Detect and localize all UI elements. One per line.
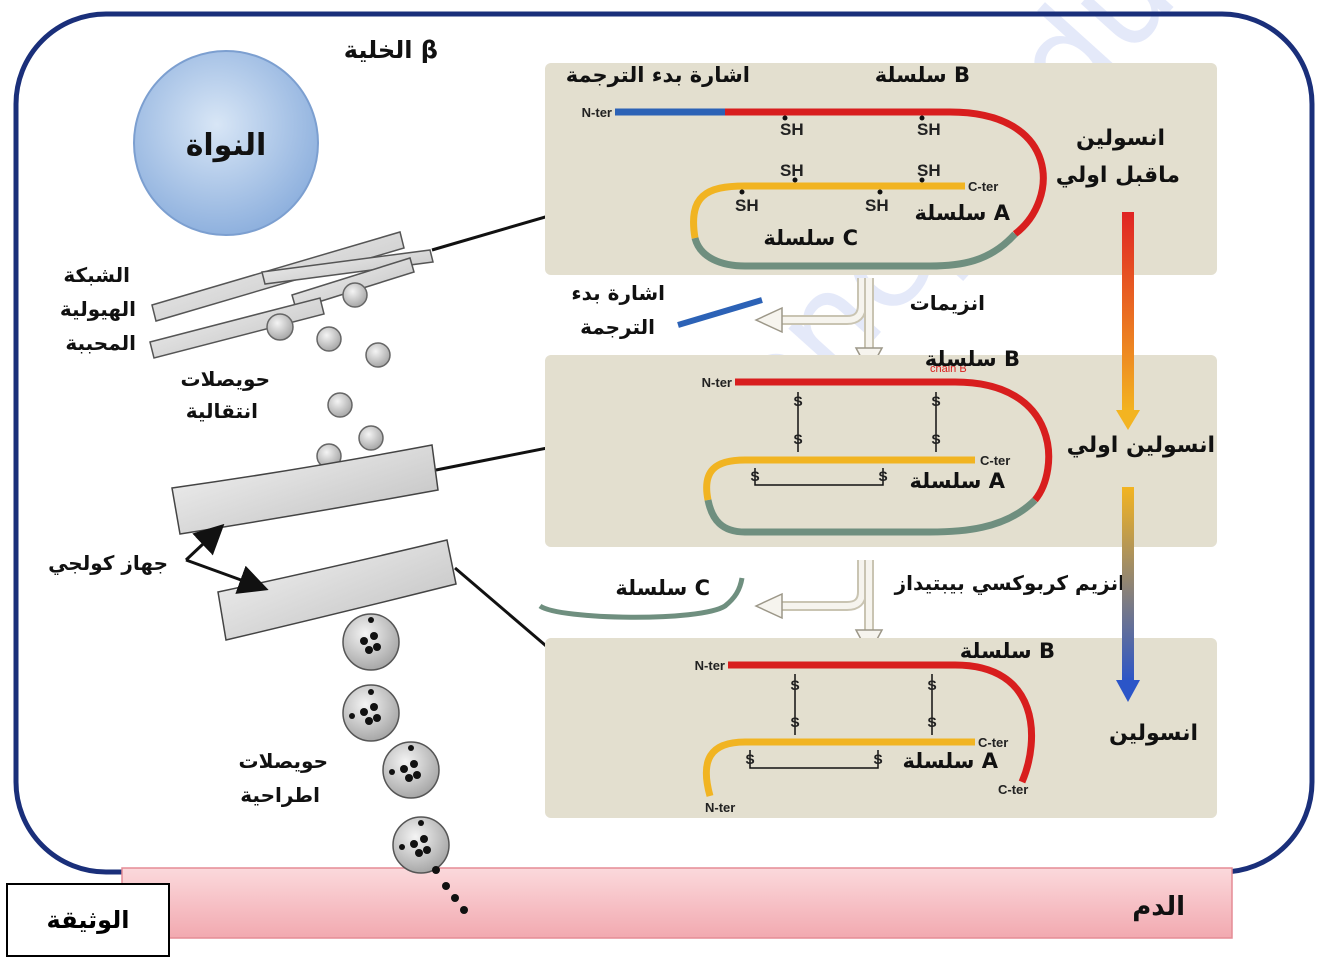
svg-text:سلسلة B: سلسلة B [960, 639, 1055, 663]
svg-text:سلسلة C: سلسلة C [615, 576, 710, 600]
chain-c [691, 231, 1018, 270]
svg-text:اطراحية: اطراحية [240, 783, 320, 807]
svg-text:S: S [793, 431, 802, 447]
blood-label: الدم [1132, 892, 1185, 922]
rough-er [149, 231, 434, 359]
released-signal-peptide [677, 297, 763, 328]
svg-text:N-ter: N-ter [705, 800, 735, 815]
svg-text:الهيولية: الهيولية [60, 297, 136, 321]
released-chain-c [538, 577, 745, 620]
svg-text:المحببة: المحببة [65, 331, 136, 355]
chain-b [735, 378, 1053, 503]
svg-text:N-ter: N-ter [582, 105, 612, 120]
svg-text:C-ter: C-ter [998, 782, 1028, 797]
golgi-pointer [184, 523, 269, 594]
golgi-label: جهاز كولجي [48, 551, 168, 576]
transport-vesicles-label: حويصلات انتقالية [181, 367, 270, 423]
stage-arrows [1116, 212, 1140, 702]
svg-text:SH: SH [865, 196, 889, 215]
svg-text:chain B: chain B [930, 363, 967, 375]
svg-text:انسولين: انسولين [1109, 721, 1198, 746]
svg-text:S: S [931, 393, 940, 409]
svg-text:S: S [750, 468, 759, 484]
svg-text:انسولين: انسولين [1076, 126, 1165, 151]
svg-text:C-ter: C-ter [968, 179, 998, 194]
golgi-apparatus [171, 444, 457, 641]
chain-b [728, 661, 1036, 784]
svg-text:C-ter: C-ter [980, 453, 1010, 468]
chain-c [704, 497, 1038, 536]
svg-text:انسولين اولي: انسولين اولي [1067, 433, 1215, 458]
svg-text:S: S [931, 431, 940, 447]
step2-cleavage: سلسلة C انزيم كربوكسي بيبتيداز [538, 560, 1125, 656]
svg-text:سلسلة C: سلسلة C [763, 226, 858, 250]
svg-text:سلسلة A: سلسلة A [903, 749, 999, 773]
svg-text:سلسلة A: سلسلة A [915, 201, 1011, 225]
panel-insulin: S S S S S S N-ter C-ter N-ter C-ter سلسل… [545, 638, 1217, 818]
svg-text:الترجمة: الترجمة [580, 315, 655, 339]
secretory-vesicles [342, 613, 468, 914]
svg-text:SH: SH [780, 120, 804, 139]
svg-text:الشبكة: الشبكة [63, 263, 130, 287]
chain-a [703, 456, 975, 501]
svg-text:SH: SH [780, 161, 804, 180]
svg-text:S: S [790, 677, 799, 693]
nucleus [133, 50, 319, 236]
svg-text:اشارة بدء: اشارة بدء [571, 281, 665, 305]
svg-text:N-ter: N-ter [702, 375, 732, 390]
svg-text:حويصلات: حويصلات [181, 367, 270, 391]
svg-text:S: S [878, 468, 887, 484]
svg-text:C-ter: C-ter [978, 735, 1008, 750]
rer-label: الشبكة الهيولية المحببة [60, 263, 136, 355]
panel-proinsulin: S S S S S S N-ter C-ter chain B سلسلة B … [545, 347, 1217, 547]
document-label: الوثيقة [6, 883, 170, 957]
svg-text:S: S [927, 714, 936, 730]
svg-text:حويصلات: حويصلات [239, 749, 328, 773]
panel-preproinsulin: N-ter C-ter SH SH SH SH SH SH اشارة بدء … [545, 63, 1217, 275]
svg-text:S: S [790, 714, 799, 730]
chain-a [690, 182, 965, 239]
secretory-vesicles-label: حويصلات اطراحية [239, 749, 328, 807]
svg-text:SH: SH [917, 120, 941, 139]
blood-vessel [121, 867, 1233, 939]
svg-text:سلسلة A: سلسلة A [910, 469, 1006, 493]
step1-cleavage: اشارة بدء الترجمة انزيمات [571, 278, 985, 374]
svg-text:S: S [927, 677, 936, 693]
transport-vesicles [266, 282, 391, 469]
svg-text:انزيم كربوكسي بيبتيداز: انزيم كربوكسي بيبتيداز [894, 571, 1125, 596]
svg-text:SH: SH [735, 196, 759, 215]
svg-text:ماقبل اولي: ماقبل اولي [1056, 163, 1180, 188]
nucleus-label: النواة [186, 128, 267, 163]
stage-labels: انسولين ماقبل اولي انسولين اولي انسولين [1056, 126, 1215, 746]
svg-text:انتقالية: انتقالية [186, 399, 258, 423]
svg-text:S: S [793, 393, 802, 409]
chain-b [725, 108, 1047, 237]
svg-text:سلسلة B: سلسلة B [875, 63, 970, 87]
svg-text:سلسلة B: سلسلة B [925, 347, 1020, 371]
svg-text:N-ter: N-ter [695, 658, 725, 673]
svg-text:اشارة بدء الترجمة: اشارة بدء الترجمة [566, 63, 750, 87]
svg-text:SH: SH [917, 161, 941, 180]
svg-text:S: S [873, 751, 882, 767]
cell-title: الخلية β [344, 36, 438, 64]
chain-a [702, 738, 975, 797]
svg-text:S: S [745, 751, 754, 767]
svg-text:انزيمات: انزيمات [910, 291, 985, 315]
